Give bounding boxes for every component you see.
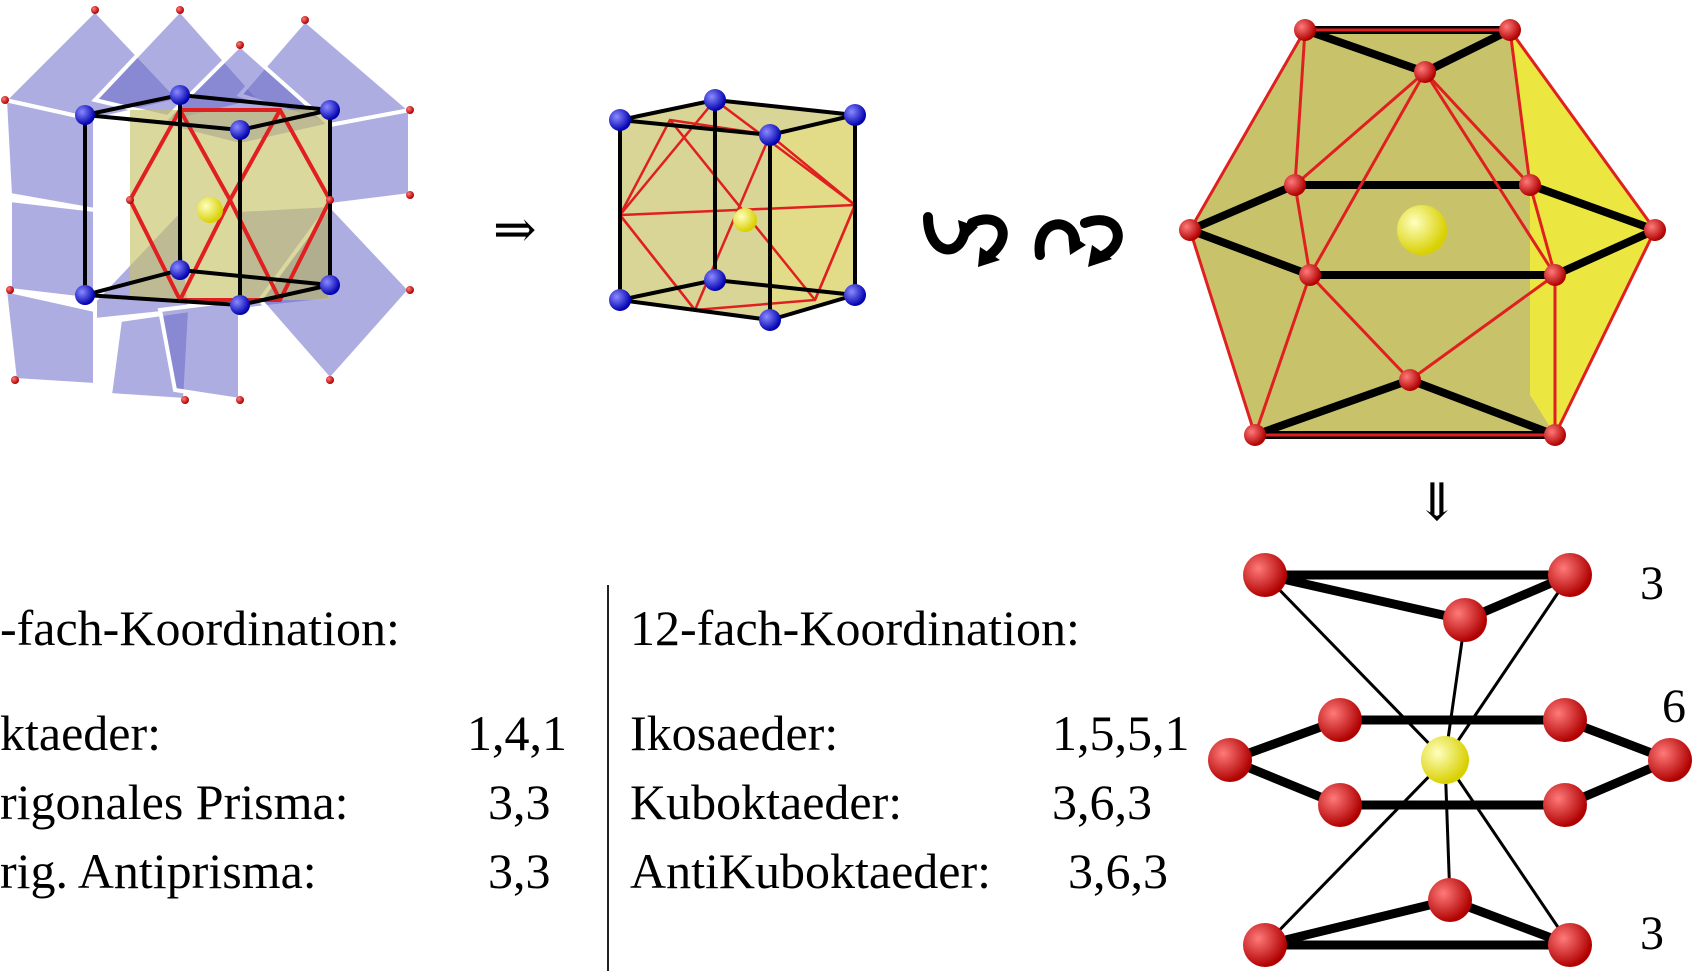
layer-label-top: 3 <box>1640 557 1664 610</box>
right-row-3-name: AntiKuboktaeder: <box>630 843 992 899</box>
cuboctahedron-in-cube-icon <box>609 89 866 331</box>
anticuboctahedron-layers-icon <box>1208 553 1692 967</box>
right-row-1-value: 1,5,5,1 <box>1052 705 1190 761</box>
left-row-1-name: ktaeder: <box>0 705 162 761</box>
large-cuboctahedron-icon <box>1179 19 1666 446</box>
layer-label-bottom: 3 <box>1640 907 1664 960</box>
left-row-1-value: 1,4,1 <box>467 705 567 761</box>
right-row-3-value: 3,6,3 <box>1068 843 1168 899</box>
panel-divider <box>607 585 609 971</box>
twist-arrows-icon <box>923 212 1123 267</box>
right-row-2-name: Kuboktaeder: <box>630 774 903 830</box>
left-row-3-name: rig. Antiprisma: <box>0 843 317 899</box>
left-row-2-name: rigonales Prisma: <box>0 774 349 830</box>
right-arrow: ⇒ <box>493 202 537 259</box>
left-row-2-value: 3,3 <box>488 774 551 830</box>
perovskite-octahedra-icon <box>1 6 415 404</box>
right-row-2-value: 3,6,3 <box>1052 774 1152 830</box>
layer-label-middle: 6 <box>1662 680 1686 733</box>
left-panel-heading: -fach-Koordination: <box>0 600 400 656</box>
down-arrow: ⇓ <box>1415 475 1459 532</box>
right-panel-heading: 12-fach-Koordination: <box>630 600 1080 656</box>
right-row-1-name: Ikosaeder: <box>630 705 839 761</box>
left-row-3-value: 3,3 <box>488 843 551 899</box>
